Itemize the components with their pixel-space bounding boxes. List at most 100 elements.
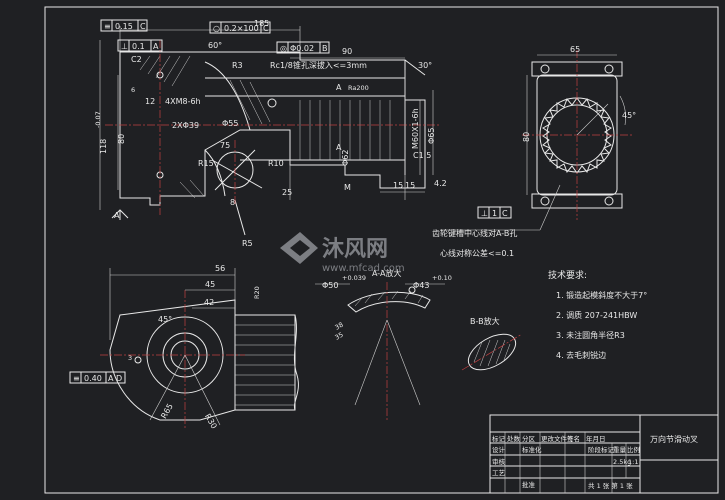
dim-12: 12 bbox=[145, 97, 155, 106]
dim-8: 8 bbox=[230, 198, 235, 207]
dim-45: 45 bbox=[205, 280, 215, 289]
ra-note: Ra200 bbox=[348, 84, 369, 92]
tb-label-stage: 阶段标记 bbox=[588, 445, 615, 454]
dim-phi65: Φ65 bbox=[427, 128, 436, 144]
drawing-title: 万向节滑动叉 bbox=[650, 434, 698, 444]
tech-item-4: 4. 去毛刺锐边 bbox=[556, 350, 606, 360]
view-bb-title: B-B放大 bbox=[470, 316, 500, 326]
dim-phi43-tol: +0.10 bbox=[432, 274, 452, 282]
tb-label-design: 设计 bbox=[492, 445, 506, 454]
dim-r15: R15 bbox=[198, 159, 214, 168]
tb-label-mark: 标记 bbox=[492, 434, 506, 443]
watermark-brand: 沐风网 bbox=[322, 237, 388, 262]
dim-phi50-tol: +0.039 bbox=[342, 274, 366, 282]
tf3-symbol: ○ bbox=[213, 24, 220, 33]
tb-label-approve: 批准 bbox=[522, 480, 536, 489]
tb-label-count: 处数 bbox=[507, 434, 521, 443]
grease-hole bbox=[267, 98, 277, 108]
dim-185: 185 bbox=[254, 19, 269, 28]
dim-75: 75 bbox=[220, 141, 230, 150]
dim-phi55: Φ55 bbox=[222, 119, 238, 128]
tf5-value: 0.40 bbox=[84, 374, 102, 383]
dim-65: 65 bbox=[570, 45, 580, 54]
tb-label-zone: 分区 bbox=[522, 434, 536, 443]
fork-lower-curve bbox=[204, 149, 226, 197]
tb-label-date: 年月日 bbox=[586, 434, 606, 443]
tf2-symbol: ⊥ bbox=[121, 42, 128, 51]
rib-line-1 bbox=[211, 159, 263, 189]
dim-80: 80 bbox=[117, 134, 126, 144]
tech-item-1: 1. 锻造起模斜度不大于7° bbox=[556, 290, 647, 300]
section-bb bbox=[461, 333, 523, 371]
dim-4-2: 4.2 bbox=[434, 179, 447, 188]
dim-35: 35 bbox=[334, 331, 345, 342]
tech-requirements: 技术要求: 1. 锻造起模斜度不大于7° 2. 调质 207-241HBW 3.… bbox=[548, 269, 647, 360]
dim-15: 15 bbox=[393, 181, 403, 190]
chamfer-right bbox=[404, 59, 426, 76]
section-aa-labels: A-A放大 Φ50 +0.039 Φ43 +0.10 38 35 bbox=[322, 268, 452, 342]
tf5-datum: A D bbox=[108, 374, 122, 383]
datum-a-marker: A bbox=[111, 209, 129, 220]
watermark: 沐风网 www.mfcad.com bbox=[280, 232, 405, 274]
tech-heading: 技术要求: bbox=[548, 269, 587, 281]
tb-label-scale: 比例 bbox=[627, 445, 640, 454]
front-view-labels: 185 90 60° 30° C2 6 12 4XM8-6h 2XΦ39 Φ55… bbox=[94, 19, 447, 248]
dim-phi43: Φ43 bbox=[413, 281, 429, 290]
tb-label-standard: 标准化 bbox=[522, 445, 542, 454]
dim-c15: C1.5 bbox=[413, 151, 431, 160]
tb-label-process: 工艺 bbox=[492, 469, 506, 477]
dim-15b: 15 bbox=[405, 181, 415, 190]
tb-label-sign: 签名 bbox=[567, 434, 580, 443]
tb-label-weight: 重量 bbox=[613, 446, 627, 454]
watermark-logo-icon bbox=[280, 232, 318, 264]
tech-item-2: 2. 调质 207-241HBW bbox=[556, 310, 637, 320]
tf1-value: 0.15 bbox=[115, 22, 133, 31]
dim-45deg: 45° bbox=[622, 111, 636, 120]
dim-42: 42 bbox=[204, 298, 214, 307]
tf2-datum: A bbox=[153, 42, 159, 51]
tf6-symbol: ⊥ bbox=[481, 209, 488, 218]
front-view bbox=[99, 26, 440, 236]
bottom-hatch bbox=[235, 324, 295, 406]
watermark-url: www.mfcad.com bbox=[322, 263, 405, 274]
spline-hatch bbox=[299, 100, 391, 160]
tf4-value: Φ0.02 bbox=[290, 44, 314, 53]
dim-38: 38 bbox=[334, 321, 345, 332]
dim-90: 90 bbox=[342, 47, 352, 56]
label-a-bottom: A bbox=[336, 143, 342, 152]
datum-a-label: A bbox=[114, 211, 120, 220]
dim-118: 118 bbox=[99, 139, 108, 154]
tf4-symbol: ◎ bbox=[280, 44, 287, 53]
tb-weight-value: 2.5kg bbox=[613, 458, 631, 466]
dim-45deg-b: 45° bbox=[158, 315, 172, 324]
dim-phi50: Φ50 bbox=[322, 281, 338, 290]
tf5-symbol: ≡ bbox=[73, 374, 80, 383]
tb-scale-value: 1:1 bbox=[628, 458, 638, 466]
tb-sheets: 共 1 张 第 1 张 bbox=[588, 481, 633, 490]
bottom-view bbox=[100, 268, 299, 430]
fork-hatch bbox=[139, 55, 271, 199]
tb-label-change: 更改文件号 bbox=[541, 434, 574, 443]
dim-80b: 80 bbox=[522, 132, 531, 142]
note-rc1: Rc1/8锥孔深拔入<=3mm bbox=[270, 60, 367, 70]
section-aa bbox=[315, 282, 445, 420]
dim-56: 56 bbox=[215, 264, 225, 273]
dim-2x39: 2XΦ39 bbox=[172, 121, 199, 130]
tf1-datum: C bbox=[140, 22, 146, 31]
note-center: 齿轮键槽中心线对A-B孔 bbox=[432, 228, 517, 238]
tf2-value: 0.1 bbox=[132, 42, 145, 51]
tf3-datum: C bbox=[263, 24, 269, 33]
tf1-symbol: ≡ bbox=[104, 22, 111, 31]
label-m: M bbox=[344, 183, 351, 192]
label-a-top: A bbox=[336, 83, 342, 92]
title-block: 标记 处数 分区 更改文件号 签名 年月日 设计 标准化 审核 工艺 批准 阶段… bbox=[489, 414, 719, 494]
note-symmetry: 心线对称公差<=0.1 bbox=[440, 248, 514, 258]
dim-60deg: 60° bbox=[208, 41, 222, 50]
tf3-value: 0.2×100 bbox=[224, 24, 259, 33]
dim-6: 6 bbox=[131, 86, 135, 94]
bb-hatch bbox=[473, 339, 511, 367]
tb-label-review: 审核 bbox=[492, 457, 506, 466]
